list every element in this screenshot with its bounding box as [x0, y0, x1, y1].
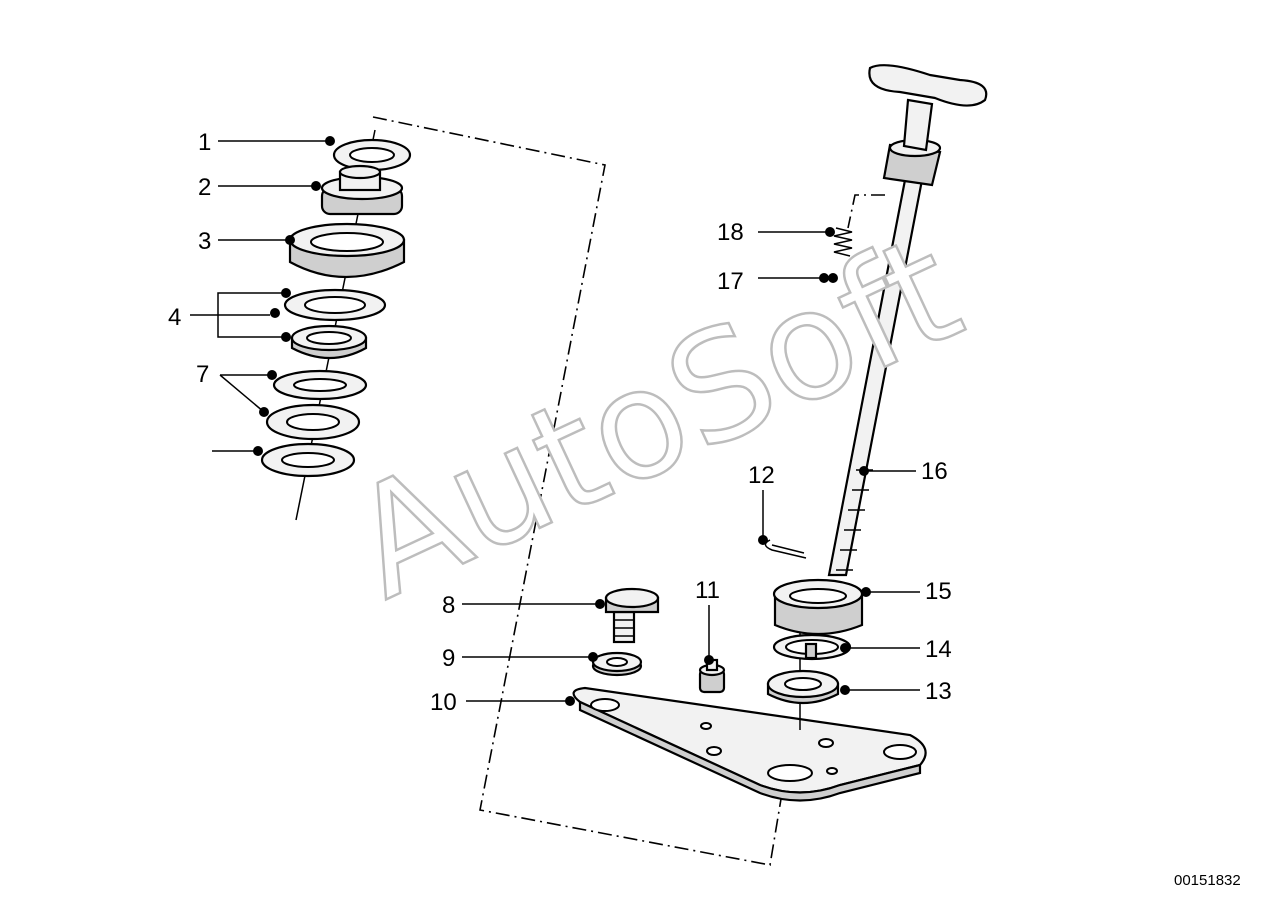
callout-16: 16	[859, 458, 948, 485]
label-1: 1	[198, 129, 211, 156]
label-2: 2	[198, 174, 211, 201]
washer-9	[591, 651, 643, 677]
cotter-pin-12	[764, 539, 807, 559]
callout-18: 18	[717, 219, 835, 246]
label-16: 16	[921, 458, 948, 485]
nut-2	[320, 164, 404, 216]
label-9: 9	[442, 645, 455, 672]
bearing-ring-4-upper	[283, 288, 387, 322]
shaft-16	[827, 64, 988, 577]
label-10: 10	[430, 689, 457, 716]
label-3: 3	[198, 228, 211, 255]
callout-12: 12	[748, 462, 775, 545]
label-18: 18	[717, 219, 744, 246]
callout-2: 2	[198, 174, 321, 201]
shaft-guide-line	[847, 194, 885, 229]
washer-bottom	[260, 442, 356, 478]
callout-9: 9	[442, 645, 598, 672]
callout-13: 13	[840, 678, 952, 705]
bearing-cup-3	[288, 222, 406, 279]
ball-17	[828, 273, 838, 283]
assembly-outline	[372, 116, 791, 866]
label-11: 11	[695, 577, 720, 604]
bracket-plate-10	[572, 686, 927, 802]
label-13: 13	[925, 678, 952, 705]
callout-10: 10	[430, 689, 575, 716]
spring-18	[833, 227, 853, 257]
label-17: 17	[717, 268, 744, 295]
callout-1: 1	[198, 129, 335, 156]
label-12: 12	[748, 462, 775, 489]
bearing-ball-4	[270, 308, 280, 318]
callout-7: 7	[196, 361, 277, 417]
washer-7-lower	[265, 403, 361, 441]
bearing-ring-4-lower	[290, 324, 368, 359]
label-14: 14	[925, 636, 952, 663]
callout-3: 3	[198, 228, 295, 255]
nut-13	[766, 669, 840, 704]
callout-17: 17	[717, 268, 829, 295]
callout-11: 11	[695, 577, 720, 665]
watermark-text: AutoSoft	[327, 203, 984, 633]
label-8: 8	[442, 592, 455, 619]
washer-1	[332, 138, 412, 172]
callout-4: 4	[168, 288, 291, 342]
callout-14: 14	[840, 636, 952, 663]
callout-8: 8	[442, 592, 605, 619]
callout-15: 15	[861, 578, 952, 605]
bushing-15	[772, 578, 864, 636]
label-15: 15	[925, 578, 952, 605]
bolt-8	[604, 587, 660, 644]
label-4: 4	[168, 304, 181, 331]
washer-7-upper	[272, 369, 368, 401]
lock-ring-14	[772, 633, 852, 661]
label-7: 7	[196, 361, 209, 388]
callout-bottom-washer	[212, 446, 263, 456]
grease-nipple-11	[698, 658, 726, 694]
document-number: 00151832	[1174, 872, 1241, 889]
